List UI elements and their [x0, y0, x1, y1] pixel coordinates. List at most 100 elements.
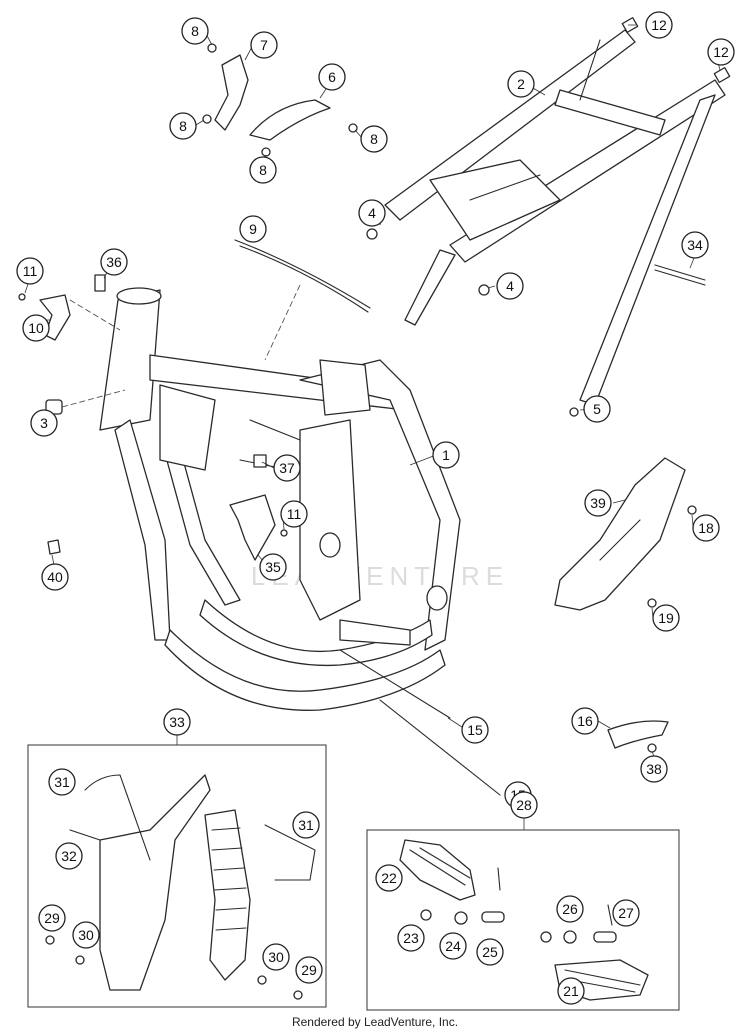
svg-text:25: 25 — [482, 944, 498, 960]
svg-text:28: 28 — [516, 797, 532, 813]
svg-text:12: 12 — [713, 44, 729, 60]
svg-text:11: 11 — [287, 506, 302, 522]
svg-text:15: 15 — [467, 722, 483, 738]
callout-39: 39 — [584, 489, 612, 517]
svg-text:31: 31 — [298, 817, 314, 833]
callout-30: 30 — [262, 943, 290, 971]
callout-40: 40 — [41, 563, 69, 591]
small-parts — [18, 228, 706, 796]
chain-guide — [554, 457, 697, 611]
callout-7: 7 — [250, 31, 278, 59]
svg-text:3: 3 — [40, 415, 48, 431]
main-frame — [99, 287, 461, 711]
callout-34: 34 — [681, 231, 709, 259]
callout-11: 11 — [280, 500, 308, 528]
svg-text:16: 16 — [577, 713, 593, 729]
callout-38: 38 — [640, 755, 668, 783]
svg-text:29: 29 — [301, 962, 317, 978]
callout-8: 8 — [360, 125, 388, 153]
svg-text:8: 8 — [179, 118, 187, 134]
svg-text:4: 4 — [368, 205, 376, 221]
svg-text:29: 29 — [44, 910, 60, 926]
callout-8: 8 — [181, 17, 209, 45]
callout-5: 5 — [583, 395, 611, 423]
callout-8: 8 — [249, 156, 277, 184]
svg-text:26: 26 — [562, 901, 578, 917]
svg-text:40: 40 — [47, 569, 63, 585]
svg-text:36: 36 — [106, 254, 122, 270]
svg-text:21: 21 — [563, 983, 579, 999]
callout-12: 12 — [707, 38, 735, 66]
svg-text:10: 10 — [28, 320, 44, 336]
callout-25: 25 — [476, 938, 504, 966]
callout-11: 11 — [16, 257, 44, 285]
footer-credit: Rendered by LeadVenture, Inc. — [291, 1015, 459, 1029]
callout-8: 8 — [169, 112, 197, 140]
callout-24: 24 — [439, 932, 467, 960]
svg-text:35: 35 — [265, 559, 281, 575]
svg-text:19: 19 — [658, 610, 674, 626]
engine-mount-brackets — [202, 43, 358, 157]
callout-1: 1 — [432, 441, 460, 469]
callout-26: 26 — [556, 895, 584, 923]
callout-23: 23 — [397, 924, 425, 952]
svg-text:38: 38 — [646, 761, 662, 777]
callout-33: 33 — [163, 708, 191, 736]
callout-9: 9 — [239, 215, 267, 243]
svg-text:34: 34 — [687, 237, 703, 253]
cable-holder-strip — [234, 239, 371, 361]
svg-text:31: 31 — [54, 774, 70, 790]
svg-text:6: 6 — [328, 69, 336, 85]
callout-32: 32 — [55, 842, 83, 870]
callout-36: 36 — [100, 248, 128, 276]
svg-text:8: 8 — [370, 131, 378, 147]
slide-piece — [607, 720, 669, 753]
callout-37: 37 — [273, 454, 301, 482]
callout-19: 19 — [652, 604, 680, 632]
svg-text:23: 23 — [403, 930, 419, 946]
callout-6: 6 — [318, 63, 346, 91]
watermark-text: LEADVENTURE — [251, 561, 509, 591]
svg-text:27: 27 — [618, 905, 634, 921]
callout-18: 18 — [692, 514, 720, 542]
callout-2: 2 — [507, 70, 535, 98]
svg-text:9: 9 — [249, 221, 257, 237]
callout-3: 3 — [30, 409, 58, 437]
svg-text:8: 8 — [259, 162, 267, 178]
svg-text:8: 8 — [191, 23, 199, 39]
callout-35: 35 — [259, 553, 287, 581]
callout-29: 29 — [38, 904, 66, 932]
svg-text:24: 24 — [445, 938, 461, 954]
svg-text:4: 4 — [506, 278, 514, 294]
subframe — [384, 17, 731, 406]
callout-28: 28 — [510, 791, 538, 819]
svg-text:30: 30 — [268, 949, 284, 965]
svg-text:39: 39 — [590, 495, 606, 511]
callout-4: 4 — [358, 199, 386, 227]
svg-text:11: 11 — [23, 263, 38, 279]
callout-29: 29 — [295, 956, 323, 984]
svg-text:12: 12 — [651, 17, 667, 33]
frame-protectors — [45, 774, 316, 1000]
svg-text:30: 30 — [78, 927, 94, 943]
svg-text:1: 1 — [442, 447, 450, 463]
svg-text:32: 32 — [61, 848, 77, 864]
svg-text:5: 5 — [593, 401, 601, 417]
callout-10: 10 — [22, 314, 50, 342]
callout-4: 4 — [496, 272, 524, 300]
callout-27: 27 — [612, 899, 640, 927]
callout-30: 30 — [72, 921, 100, 949]
svg-text:7: 7 — [260, 37, 268, 53]
callout-22: 22 — [375, 864, 403, 892]
svg-text:18: 18 — [698, 520, 714, 536]
footpegs — [399, 839, 649, 1001]
callout-31: 31 — [292, 811, 320, 839]
svg-text:22: 22 — [381, 870, 397, 886]
callout-31: 31 — [48, 768, 76, 796]
callout-21: 21 — [557, 977, 585, 1005]
callout-12: 12 — [645, 11, 673, 39]
callout-15: 15 — [461, 716, 489, 744]
svg-text:37: 37 — [279, 460, 295, 476]
svg-text:33: 33 — [169, 714, 185, 730]
